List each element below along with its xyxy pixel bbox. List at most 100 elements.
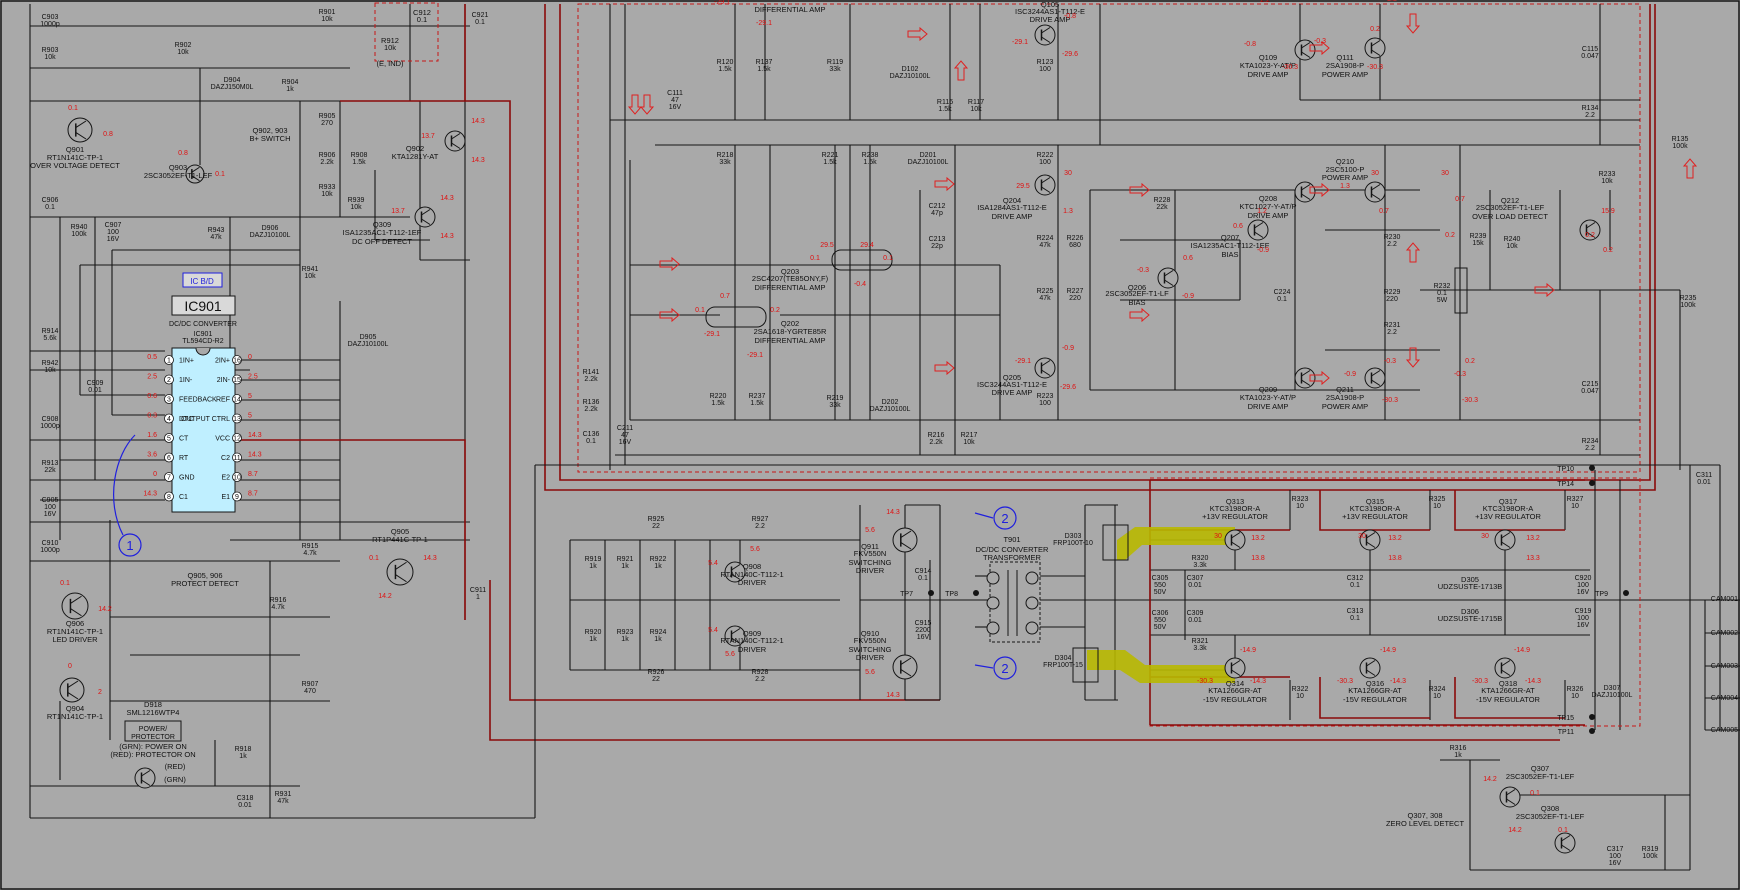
part-label: R223 <box>1037 393 1054 400</box>
part-label: C920 <box>1575 575 1592 582</box>
transistor-emitter <box>1231 541 1241 548</box>
part-label: 100k <box>1642 853 1658 860</box>
part-label: C906 <box>42 197 59 204</box>
voltage-reading: -30.3 <box>1197 678 1213 685</box>
voltage-reading: -0.3 <box>1384 358 1396 365</box>
voltage-reading: 14.3 <box>440 195 454 202</box>
component-caption: 2SA1618-YGRTE85R <box>754 327 827 336</box>
transistor-collector <box>1501 660 1511 667</box>
component-caption: Q111 <box>1336 53 1353 62</box>
ic-pin-name: DTC <box>179 416 193 423</box>
part-label: 15k <box>1472 240 1484 247</box>
part-label: R323 <box>1292 496 1309 503</box>
signal-arrow-right <box>659 307 680 323</box>
ic-pin-name: VCC <box>215 436 230 443</box>
part-label: DAZJ10100L <box>890 73 931 80</box>
component-caption: 2SC3052EF-T1-LF <box>1105 289 1169 298</box>
component-caption: KTA1266GR-AT <box>1208 686 1262 695</box>
component-caption: POWER AMP <box>1322 402 1368 411</box>
component-caption: (RED) <box>165 762 186 771</box>
part-label: 100 <box>1577 582 1589 589</box>
component-caption: -15V REGULATOR <box>1203 695 1267 704</box>
component-caption: KTC3198OR-A <box>1483 504 1533 513</box>
ic901-package <box>171 347 236 513</box>
part-label: C914 <box>915 568 932 575</box>
ic-pin-circle <box>164 394 174 404</box>
ic-pin-voltage: 2.5 <box>147 374 157 381</box>
part-label: R226 <box>1067 235 1084 242</box>
component-caption: 2SC3052EF-T1-LEF <box>1506 772 1575 781</box>
transistor-emitter <box>1586 231 1596 238</box>
part-label: R117 <box>968 99 984 106</box>
component-caption: -15V REGULATOR <box>1343 695 1407 704</box>
voltage-reading: 29.4 <box>860 242 874 249</box>
part-label: 33k <box>829 402 841 409</box>
part-label: R219 <box>827 395 844 402</box>
ic-pin-number: 7 <box>167 475 171 482</box>
component-caption: DRIVE AMP <box>1030 15 1071 24</box>
voltage-reading: 14.3 <box>471 157 485 164</box>
transistor-emitter <box>1301 379 1311 386</box>
ic-pin-circle <box>232 413 242 424</box>
component-caption: 2SC3052EF-T1-LEF <box>1516 812 1585 821</box>
part-label: R137 <box>756 59 773 66</box>
voltage-reading: 13.3 <box>1526 555 1540 562</box>
part-label: R933 <box>319 184 336 191</box>
component-caption: T901 <box>1003 535 1020 544</box>
part-label: 270 <box>321 120 333 127</box>
ic-pin-name: FEEDBACK <box>179 397 217 404</box>
test-point-label: TP10 <box>1557 466 1574 473</box>
voltage-reading: -30.3 <box>1472 678 1488 685</box>
component-caption: SWITCHING <box>849 645 892 654</box>
transistor-emitter <box>731 573 741 580</box>
ic-pin-voltage: 0.3 <box>147 413 157 420</box>
part-label: C910 <box>42 540 59 547</box>
component-caption: DC/DC CONVERTER <box>976 545 1049 554</box>
part-label: 100k <box>1680 302 1696 309</box>
voltage-reading: -0.3 <box>1454 371 1466 378</box>
part-values: C9031000pR90310kR90110kR90210kC9210.1D90… <box>40 9 1712 867</box>
component-caption: Q314 <box>1226 679 1244 688</box>
ic-pin-number: 15 <box>233 377 241 384</box>
ic-pin-number: 3 <box>167 397 171 404</box>
transistor-emitter <box>75 131 87 140</box>
voltage-reading: -14.3 <box>1390 678 1406 685</box>
component-caption: 2SC3052EF-T1-LEF <box>144 171 213 180</box>
part-label: R237 <box>749 393 766 400</box>
part-label: R916 <box>270 597 287 604</box>
ic-badge: IC B/D <box>190 277 214 286</box>
component-caption: +13V REGULATOR <box>1202 512 1268 521</box>
component-caption: DIFFERENTIAL AMP <box>755 336 826 345</box>
part-label: 10k <box>44 54 56 61</box>
transistor-symbol <box>1364 181 1386 203</box>
test-point-dot <box>928 590 934 596</box>
transistor-emitter <box>1501 669 1511 676</box>
part-label: R915 <box>302 543 319 550</box>
component-caption: KTA1266GR-AT <box>1348 686 1402 695</box>
transistor-emitter <box>70 608 82 617</box>
voltage-reading: -0.9 <box>1182 293 1194 300</box>
voltage-reading: 13.2 <box>1526 535 1540 542</box>
voltage-reading: 0.6 <box>1233 223 1243 230</box>
component-caption: C912 <box>413 8 431 17</box>
part-label: 0.01 <box>88 387 102 394</box>
component-caption: DRIVER <box>738 645 767 654</box>
part-label: 1000p <box>40 423 60 430</box>
component-caption: KTC3198OR-A <box>1350 504 1400 513</box>
part-label: 10k <box>1506 243 1518 250</box>
transistor-symbol <box>892 654 918 680</box>
voltage-reading: -0.8 <box>1244 41 1256 48</box>
part-label: R233 <box>1599 171 1616 178</box>
part-label: C213 <box>929 236 946 243</box>
voltage-reading: 5.4 <box>708 560 718 567</box>
part-label: C305 <box>1152 575 1169 582</box>
part-label: DAZJ10100L <box>348 341 389 348</box>
component-caption: 2SC4207(TE85ONY,F) <box>752 274 829 283</box>
voltage-reading: 0.7 <box>1379 208 1389 215</box>
regulator-rails <box>1149 477 1641 727</box>
part-label: R116 <box>937 99 953 106</box>
power-rail-left <box>235 2 1560 741</box>
part-label: R141 <box>583 369 600 376</box>
voltage-reading: 14.3 <box>471 118 485 125</box>
